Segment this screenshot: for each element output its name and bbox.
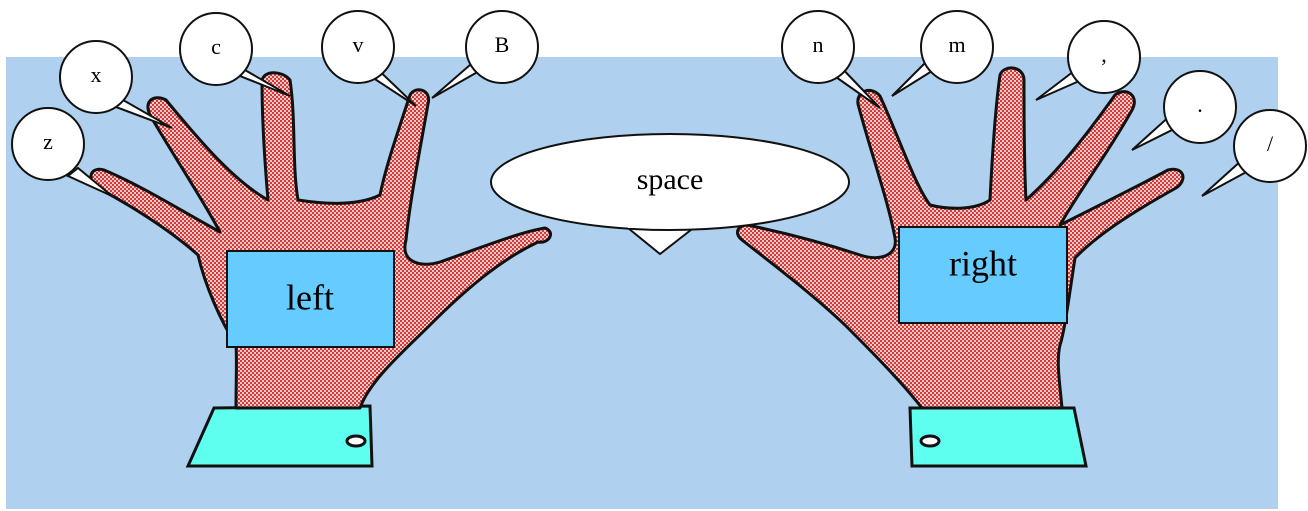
key-bubble-c: c <box>179 12 291 97</box>
key-bubble-n: n <box>781 10 881 109</box>
key-label-x: x <box>91 62 102 87</box>
space-bubble: space <box>490 133 850 256</box>
key-label-period: . <box>1197 92 1203 117</box>
space-label: space <box>637 163 704 196</box>
left-hand: left <box>89 71 552 468</box>
key-label-n: n <box>813 32 824 57</box>
key-bubble-m: m <box>891 10 994 97</box>
key-bubble-x: x <box>59 40 173 129</box>
key-bubble-B: B <box>431 10 539 99</box>
key-bubble-slash: / <box>1201 109 1307 197</box>
key-bubble-z: z <box>11 107 113 197</box>
left-label-box <box>226 250 395 348</box>
key-label-c: c <box>211 34 221 59</box>
left-hand-shape <box>89 71 552 410</box>
key-bubble-period: . <box>1131 70 1237 151</box>
right-key-bubbles: n m , . / <box>781 10 1307 197</box>
key-bubble-comma: , <box>1035 20 1141 101</box>
left-hand-label: left <box>286 277 334 317</box>
left-cuff <box>185 404 374 468</box>
key-label-comma: , <box>1101 42 1107 67</box>
key-label-z: z <box>43 129 53 154</box>
left-key-bubbles: z x c v B <box>11 10 539 197</box>
left-cuff-button <box>345 434 367 448</box>
key-label-m: m <box>948 32 965 57</box>
right-cuff-button <box>919 434 941 448</box>
right-hand: right <box>736 66 1185 468</box>
key-label-B: B <box>495 32 510 57</box>
right-label-box <box>898 226 1068 324</box>
key-bubble-v: v <box>321 10 417 107</box>
key-label-slash: / <box>1267 131 1274 156</box>
right-hand-label: right <box>949 243 1017 283</box>
key-label-v: v <box>353 32 364 57</box>
background-panel <box>6 57 1278 509</box>
